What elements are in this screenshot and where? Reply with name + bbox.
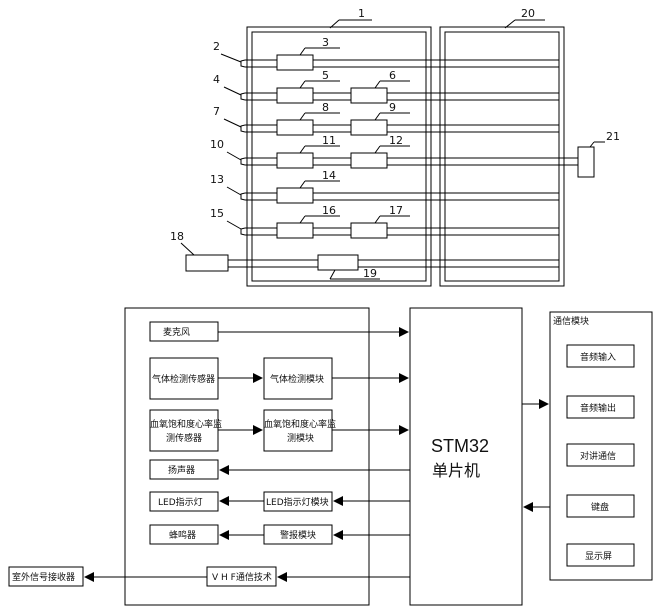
gas-module-label: 气体检测模块: [270, 373, 324, 385]
sensor-row-1: [240, 54, 559, 71]
num-3: 3: [322, 36, 329, 49]
cable-outer: [439, 26, 565, 287]
comm-audio-in-box: [566, 344, 635, 368]
num-9: 9: [389, 101, 396, 114]
sensor-row-6: [240, 222, 559, 239]
num-17: 17: [389, 204, 403, 217]
reference-numerals: 1 20 2 3 4 5 6 7 8 9 10 11 12 13 14 15 1…: [170, 7, 620, 280]
housing-outer: [246, 26, 432, 287]
num-19: 19: [363, 267, 377, 280]
cable-inner: [444, 31, 560, 282]
num-7: 7: [213, 105, 220, 118]
num-6: 6: [389, 69, 396, 82]
spo2-sensor-box: [149, 409, 219, 452]
mcu-label-2: 单片机: [432, 461, 480, 480]
mic-label: 麦克风: [163, 326, 190, 338]
comm-audio-out-box: [566, 395, 635, 419]
receiver-box: [8, 566, 84, 587]
spo2-module-box: [263, 409, 333, 452]
speaker-box: [149, 459, 219, 480]
num-2: 2: [213, 40, 220, 53]
num-14: 14: [322, 169, 336, 182]
led-module-label: LED指示灯模块: [266, 496, 329, 508]
led-box: [149, 491, 219, 512]
num-4: 4: [213, 73, 220, 86]
num-10: 10: [210, 138, 224, 151]
num-5: 5: [322, 69, 329, 82]
spo2-module-label-2: 测模块: [287, 432, 314, 444]
num-20: 20: [521, 7, 535, 20]
sensor-row-2: [240, 87, 559, 104]
block-labels: 麦克风 气体检测传感器 气体检测模块 血氧饱和度心率监 测传感器 血氧饱和度心率…: [12, 315, 616, 583]
num-18: 18: [170, 230, 184, 243]
num-13: 13: [210, 173, 224, 186]
leader-lines: [180, 19, 605, 280]
comm-item-intercom: 对讲通信: [580, 450, 616, 462]
num-16: 16: [322, 204, 336, 217]
comm-module-box: [549, 311, 653, 581]
mcu-label-1: STM32: [431, 436, 489, 456]
sensor-row-3: [240, 119, 559, 136]
comm-title: 通信模块: [553, 315, 589, 327]
num-12: 12: [389, 134, 403, 147]
system-block-diagram: [8, 307, 653, 606]
housing-inner: [251, 31, 427, 282]
buzzer-label: 蜂鸣器: [169, 529, 196, 541]
spo2-module-label-1: 血氧饱和度心率监: [264, 418, 336, 430]
sensor-row-4: [240, 152, 559, 169]
speaker-label: 扬声器: [168, 464, 195, 476]
num-21: 21: [606, 130, 620, 143]
num-1: 1: [358, 7, 365, 20]
num-15: 15: [210, 207, 224, 220]
led-label: LED指示灯: [158, 496, 203, 508]
comm-item-keyboard: 键盘: [591, 501, 609, 513]
comm-intercom-box: [566, 443, 635, 467]
receiver-label: 室外信号接收器: [12, 571, 75, 583]
num-11: 11: [322, 134, 336, 147]
spo2-sensor-label-1: 血氧饱和度心率监: [150, 418, 222, 430]
mcu-box: [409, 307, 523, 606]
num-8: 8: [322, 101, 329, 114]
buzzer-box: [149, 524, 219, 545]
signal-arrows: [84, 327, 550, 582]
connector-21: [577, 146, 595, 178]
gas-sensor-label: 气体检测传感器: [152, 373, 215, 385]
comm-display-box: [566, 543, 635, 567]
device-structure-diagram: [180, 19, 605, 287]
comm-keyboard-box: [566, 494, 635, 518]
spo2-sensor-label-2: 测传感器: [166, 432, 202, 444]
comm-item-audio-out: 音频输出: [580, 402, 616, 414]
sensor-row-7: [185, 254, 559, 272]
comm-item-audio-in: 音频输入: [580, 351, 616, 363]
alarm-module-label: 警报模块: [280, 529, 316, 541]
vhf-label: V H F通信技术: [212, 571, 272, 583]
sensor-row-5: [240, 187, 559, 204]
peripheral-container: [124, 307, 370, 606]
comm-item-display: 显示屏: [585, 551, 612, 562]
